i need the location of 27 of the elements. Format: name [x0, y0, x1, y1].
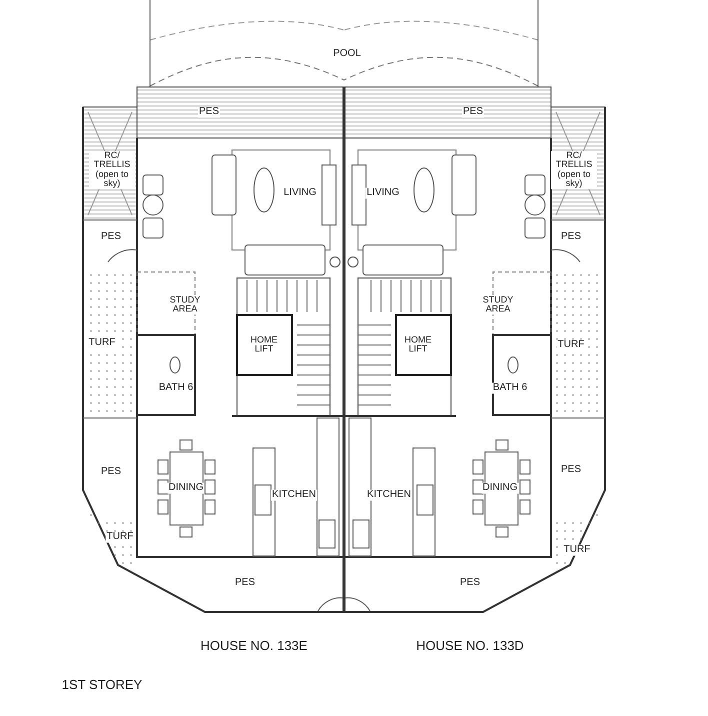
- room-label: DINING: [168, 482, 204, 494]
- room-label: PES: [100, 466, 122, 478]
- house-number-label: HOUSE NO. 133D: [415, 639, 525, 653]
- room-label: TURF: [88, 338, 116, 348]
- room-label: PES: [100, 232, 122, 242]
- room-label: STUDY AREA: [167, 296, 203, 314]
- room-label: KITCHEN: [271, 490, 317, 500]
- room-label: TURF: [556, 340, 586, 350]
- room-label: RC/ TRELLIS (open to sky): [89, 151, 135, 189]
- room-label: PES: [459, 578, 481, 588]
- room-label: PES: [560, 464, 582, 476]
- room-label: TURF: [562, 544, 592, 556]
- room-label: TURF: [106, 532, 134, 542]
- room-label: PES: [234, 578, 256, 588]
- room-label: LIVING: [366, 188, 400, 198]
- room-label: STUDY AREA: [480, 296, 516, 314]
- pool-label: POOL: [332, 48, 362, 60]
- house-number-label: HOUSE NO. 133E: [200, 639, 308, 653]
- room-label: PES: [198, 106, 220, 118]
- floor-caption: 1ST STOREY: [60, 678, 144, 692]
- room-label: DINING: [482, 482, 518, 494]
- room-label: BATH 6: [158, 382, 194, 394]
- room-label: BATH 6: [492, 382, 528, 394]
- room-label: PES: [560, 232, 582, 242]
- room-label: LIVING: [282, 188, 318, 198]
- room-label: KITCHEN: [366, 490, 412, 500]
- room-label: PES: [462, 106, 484, 118]
